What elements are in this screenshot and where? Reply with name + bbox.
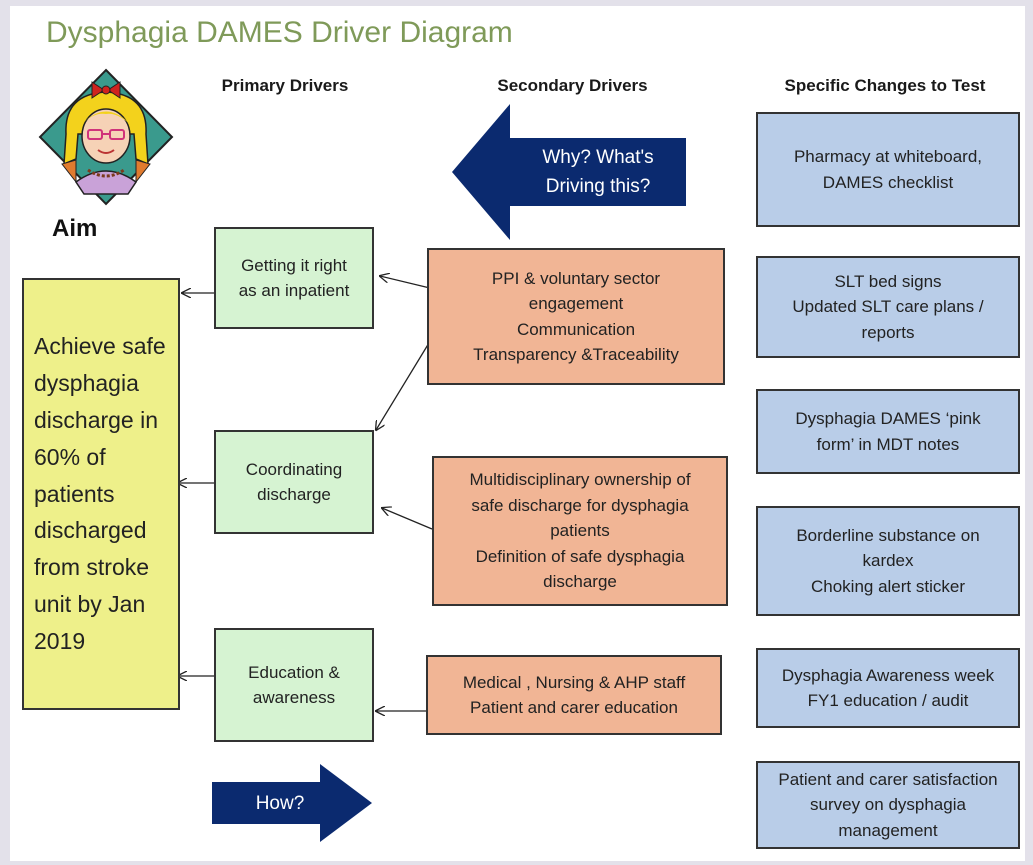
why-arrow-shape — [452, 104, 686, 240]
cartoon-avatar-icon — [36, 64, 176, 209]
secondary-drivers-header: Secondary Drivers — [497, 76, 648, 95]
connector-line — [382, 508, 433, 530]
connector-line — [376, 337, 433, 430]
change-satisfaction-survey: Patient and carer satisfaction survey on… — [756, 761, 1020, 849]
aim-box: Achieve safe dysphagia discharge in 60% … — [22, 278, 180, 710]
change-kardex: Borderline substance on kardex Choking a… — [756, 506, 1020, 616]
why-arrow-label: Why? What's Driving this? — [542, 147, 654, 197]
primary-driver-education: Education & awareness — [214, 628, 374, 742]
aim-label: Aim — [52, 215, 98, 242]
primary-driver-discharge: Coordinating discharge — [214, 430, 374, 534]
primary-driver-inpatient: Getting it right as an inpatient — [214, 227, 374, 329]
primary-drivers-header: Primary Drivers — [221, 76, 349, 95]
connector-layer — [10, 104, 686, 842]
changes-header: Specific Changes to Test — [784, 76, 986, 95]
change-pharmacy: Pharmacy at whiteboard, DAMES checklist — [756, 112, 1020, 227]
secondary-driver-staff-education: Medical , Nursing & AHP staff Patient an… — [426, 655, 722, 735]
secondary-driver-ownership: Multidisciplinary ownership of safe disc… — [432, 456, 728, 606]
slide: Dysphagia DAMES Driver Diagram Aim Prima… — [10, 6, 1025, 861]
change-awareness-week: Dysphagia Awareness week FY1 education /… — [756, 648, 1020, 728]
how-arrow-label: How? — [255, 793, 305, 814]
how-arrow-shape — [212, 764, 372, 842]
change-pink-form: Dysphagia DAMES ‘pink form’ in MDT notes — [756, 389, 1020, 474]
secondary-driver-ppi: PPI & voluntary sector engagement Commun… — [427, 248, 725, 385]
connector-line — [380, 276, 435, 290]
change-slt-signs: SLT bed signs Updated SLT care plans / r… — [756, 256, 1020, 358]
diagram-title: Dysphagia DAMES Driver Diagram — [46, 16, 513, 49]
